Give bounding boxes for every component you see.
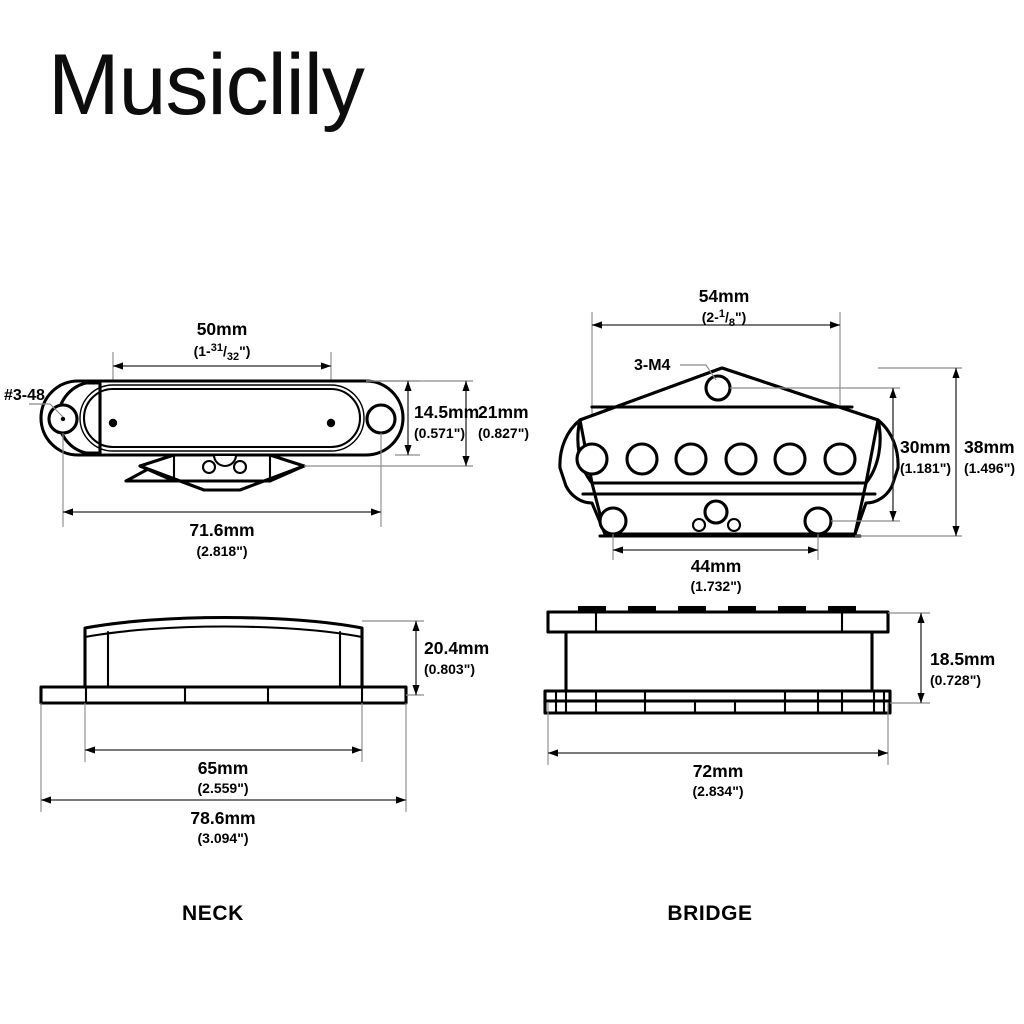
dim-neck-side-cover-width xyxy=(85,746,362,754)
caption-neck: NECK xyxy=(182,902,244,925)
dim-bridge-screw-height xyxy=(889,388,897,521)
bridge-side-pole-2 xyxy=(628,606,656,613)
leader-neck-screw-spec: #3-48 xyxy=(4,387,64,418)
bridge-mounting-hole-left xyxy=(598,506,628,536)
bridge-top-view: 3-M4 54mm (2-1/8") xyxy=(558,286,1015,594)
bridge-side-pole-1 xyxy=(578,606,606,613)
dim-bridge-side-height xyxy=(917,613,925,703)
bridge-side-view: 18.5mm (0.728") 72mm (2.834") xyxy=(543,606,995,799)
bridge-side-pole-5 xyxy=(778,606,806,613)
neck-cover-outline xyxy=(39,379,405,457)
bridge-screw-spec-label: 3-M4 xyxy=(634,357,671,374)
neck-mounting-ear-right xyxy=(365,403,397,435)
neck-side-height-inch: (0.803") xyxy=(424,661,475,677)
bridge-screw-height-mm: 30mm xyxy=(900,437,951,457)
bridge-side-height-inch: (0.728") xyxy=(930,672,981,688)
neck-bobbin-outline xyxy=(83,387,361,449)
neck-pole-marker-left xyxy=(108,418,118,428)
bridge-lead-hole-center xyxy=(703,499,729,525)
neck-side-cover-inner xyxy=(83,625,364,639)
bridge-mounting-hole-top xyxy=(704,374,732,402)
bridge-side-overall-width-inch: (2.834") xyxy=(693,783,744,799)
neck-side-view: 20.4mm (0.803") 65mm (2.559") 78.6mm (3.… xyxy=(39,615,489,846)
bridge-lead-hole-small-left xyxy=(691,517,707,533)
bridge-pole-hole-2 xyxy=(625,442,659,476)
neck-cover-height-inch: (0.571") xyxy=(414,425,465,441)
bridge-overall-height-inch: (1.496") xyxy=(964,460,1015,476)
neck-screw-hole-right xyxy=(365,403,397,435)
bridge-wing-left xyxy=(558,418,607,536)
neck-lead-hole-left xyxy=(201,459,217,475)
neck-center-notch xyxy=(212,453,238,467)
neck-screw-spec-label: #3-48 xyxy=(4,387,45,404)
dim-neck-side-height xyxy=(412,621,420,695)
bridge-pole-span-inch: (2-1/8") xyxy=(702,308,747,329)
neck-side-cover-width-mm: 65mm xyxy=(198,758,249,778)
neck-side-cover-width-inch: (2.559") xyxy=(198,780,249,796)
bridge-pole-hole-5 xyxy=(773,442,807,476)
dim-bridge-overall-height xyxy=(952,368,960,536)
bridge-overall-height-mm: 38mm xyxy=(964,437,1015,457)
bridge-screw-span-mm: 44mm xyxy=(691,556,742,576)
bridge-side-height-mm: 18.5mm xyxy=(930,649,995,669)
bridge-screw-span-inch: (1.732") xyxy=(691,578,742,594)
dim-neck-overall-height xyxy=(462,381,470,466)
dim-neck-overall-width xyxy=(63,508,381,516)
neck-overall-height-inch: (0.827") xyxy=(478,425,529,441)
neck-pole-marker-right xyxy=(326,418,336,428)
dim-neck-pole-span xyxy=(113,362,331,370)
neck-lead-hole-right xyxy=(232,459,248,475)
neck-top-view: #3-48 50mm (1-31/32") xyxy=(4,319,529,559)
dim-bridge-pole-span xyxy=(592,321,840,329)
bridge-pole-span-mm: 54mm xyxy=(699,286,750,306)
bridge-pole-hole-4 xyxy=(724,442,758,476)
bridge-pole-hole-3 xyxy=(674,442,708,476)
neck-pole-span-mm: 50mm xyxy=(197,319,248,339)
neck-side-overall-width-inch: (3.094") xyxy=(198,830,249,846)
bridge-side-overall-width-mm: 72mm xyxy=(693,761,744,781)
brand-logo: Musiclily xyxy=(48,37,365,133)
neck-cover-height-mm: 14.5mm xyxy=(414,402,479,422)
neck-cover-rim xyxy=(79,384,365,452)
neck-overall-width-inch: (2.818") xyxy=(197,543,248,559)
neck-overall-height-mm: 21mm xyxy=(478,402,529,422)
leader-bridge-screw-spec: 3-M4 xyxy=(634,357,717,381)
bridge-lead-hole-small-right xyxy=(726,517,742,533)
neck-lead-tab xyxy=(124,453,306,492)
bridge-side-baseplate-lower xyxy=(543,699,892,715)
dim-bridge-side-overall-width xyxy=(548,749,888,757)
neck-pole-span-inch: (1-31/32") xyxy=(194,342,251,363)
bridge-side-pole-3 xyxy=(678,606,706,613)
bridge-pole-hole-6 xyxy=(823,442,857,476)
dim-bridge-screw-span xyxy=(613,546,818,554)
dim-neck-side-overall-width xyxy=(41,796,406,804)
bridge-screw-height-inch: (1.181") xyxy=(900,460,951,476)
bridge-side-top-plate xyxy=(546,610,890,634)
neck-side-overall-width-mm: 78.6mm xyxy=(190,808,255,828)
dim-neck-cover-height xyxy=(404,381,412,455)
neck-side-baseplate xyxy=(39,685,408,705)
bridge-mounting-hole-right xyxy=(803,506,833,536)
neck-side-cover xyxy=(83,615,364,694)
neck-overall-width-mm: 71.6mm xyxy=(189,520,254,540)
bridge-wing-right xyxy=(853,418,900,536)
bridge-side-pole-4 xyxy=(728,606,756,613)
caption-bridge: BRIDGE xyxy=(667,902,752,925)
neck-side-height-mm: 20.4mm xyxy=(424,638,489,658)
bridge-pole-hole-1 xyxy=(575,442,609,476)
bridge-side-pole-6 xyxy=(828,606,856,613)
